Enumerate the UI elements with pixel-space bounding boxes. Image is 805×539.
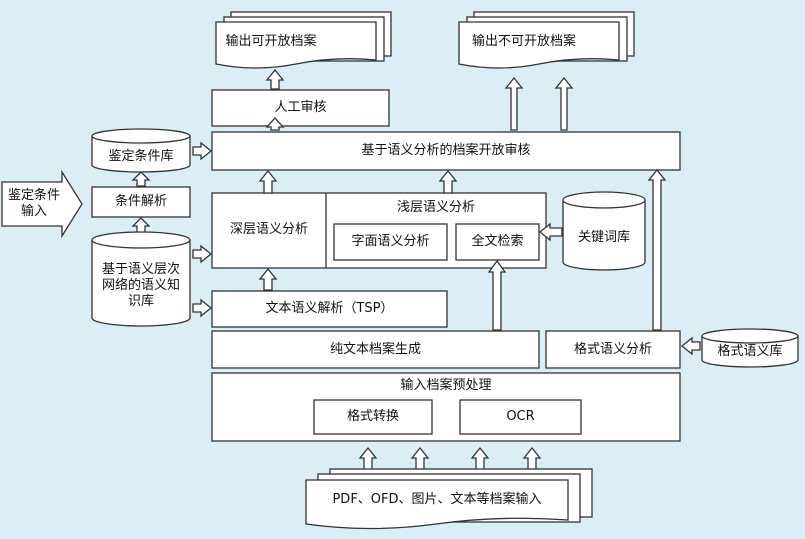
literal-analysis-box [333, 223, 448, 261]
format-analysis-box [545, 330, 681, 369]
format-convert-box [313, 399, 433, 435]
arrow-to-output-closed-1 [504, 76, 524, 131]
arrow-gen-to-fulltext [487, 259, 507, 331]
arrow-deep-to-review [258, 169, 278, 194]
manual-review-box [211, 89, 390, 127]
arrow-input-1 [358, 446, 378, 471]
output-closed-document [458, 11, 635, 69]
arrow-input-4 [522, 446, 542, 471]
arrow-to-output-closed-2 [554, 76, 574, 131]
ocr-box [459, 399, 582, 435]
arrow-input-2 [410, 446, 430, 471]
arrow-kb-to-tsp [192, 298, 213, 318]
criteria-input-arrow [1, 169, 83, 239]
arrow-to-manual-review [265, 117, 285, 131]
arrow-formatdb-to-analysis [680, 336, 701, 356]
arrow-parse-to-criteria-db [131, 171, 151, 187]
semantic-review-box [211, 131, 681, 171]
arrow-tsp-to-deep [258, 267, 278, 291]
knowledge-base-cylinder [91, 231, 191, 327]
arrow-kb-to-deep [192, 244, 213, 264]
arrow-shallow-to-review [438, 169, 458, 194]
format-db-cylinder [701, 328, 799, 368]
criteria-db-cylinder [91, 128, 191, 173]
arrow-format-to-review [647, 168, 667, 331]
arrow-criteria-to-review [192, 141, 213, 161]
output-open-document [215, 11, 392, 69]
keyword-db-cylinder [562, 191, 646, 271]
criteria-parse-box [91, 186, 191, 218]
fulltext-search-box [455, 223, 540, 261]
input-documents [305, 468, 593, 530]
tsp-box [211, 290, 448, 328]
arrow-to-output-open [265, 68, 285, 90]
preprocess-box [211, 372, 681, 442]
arrow-keyword-to-fulltext [538, 222, 563, 242]
plaintext-gen-box [211, 330, 540, 369]
arrow-input-3 [470, 446, 490, 471]
